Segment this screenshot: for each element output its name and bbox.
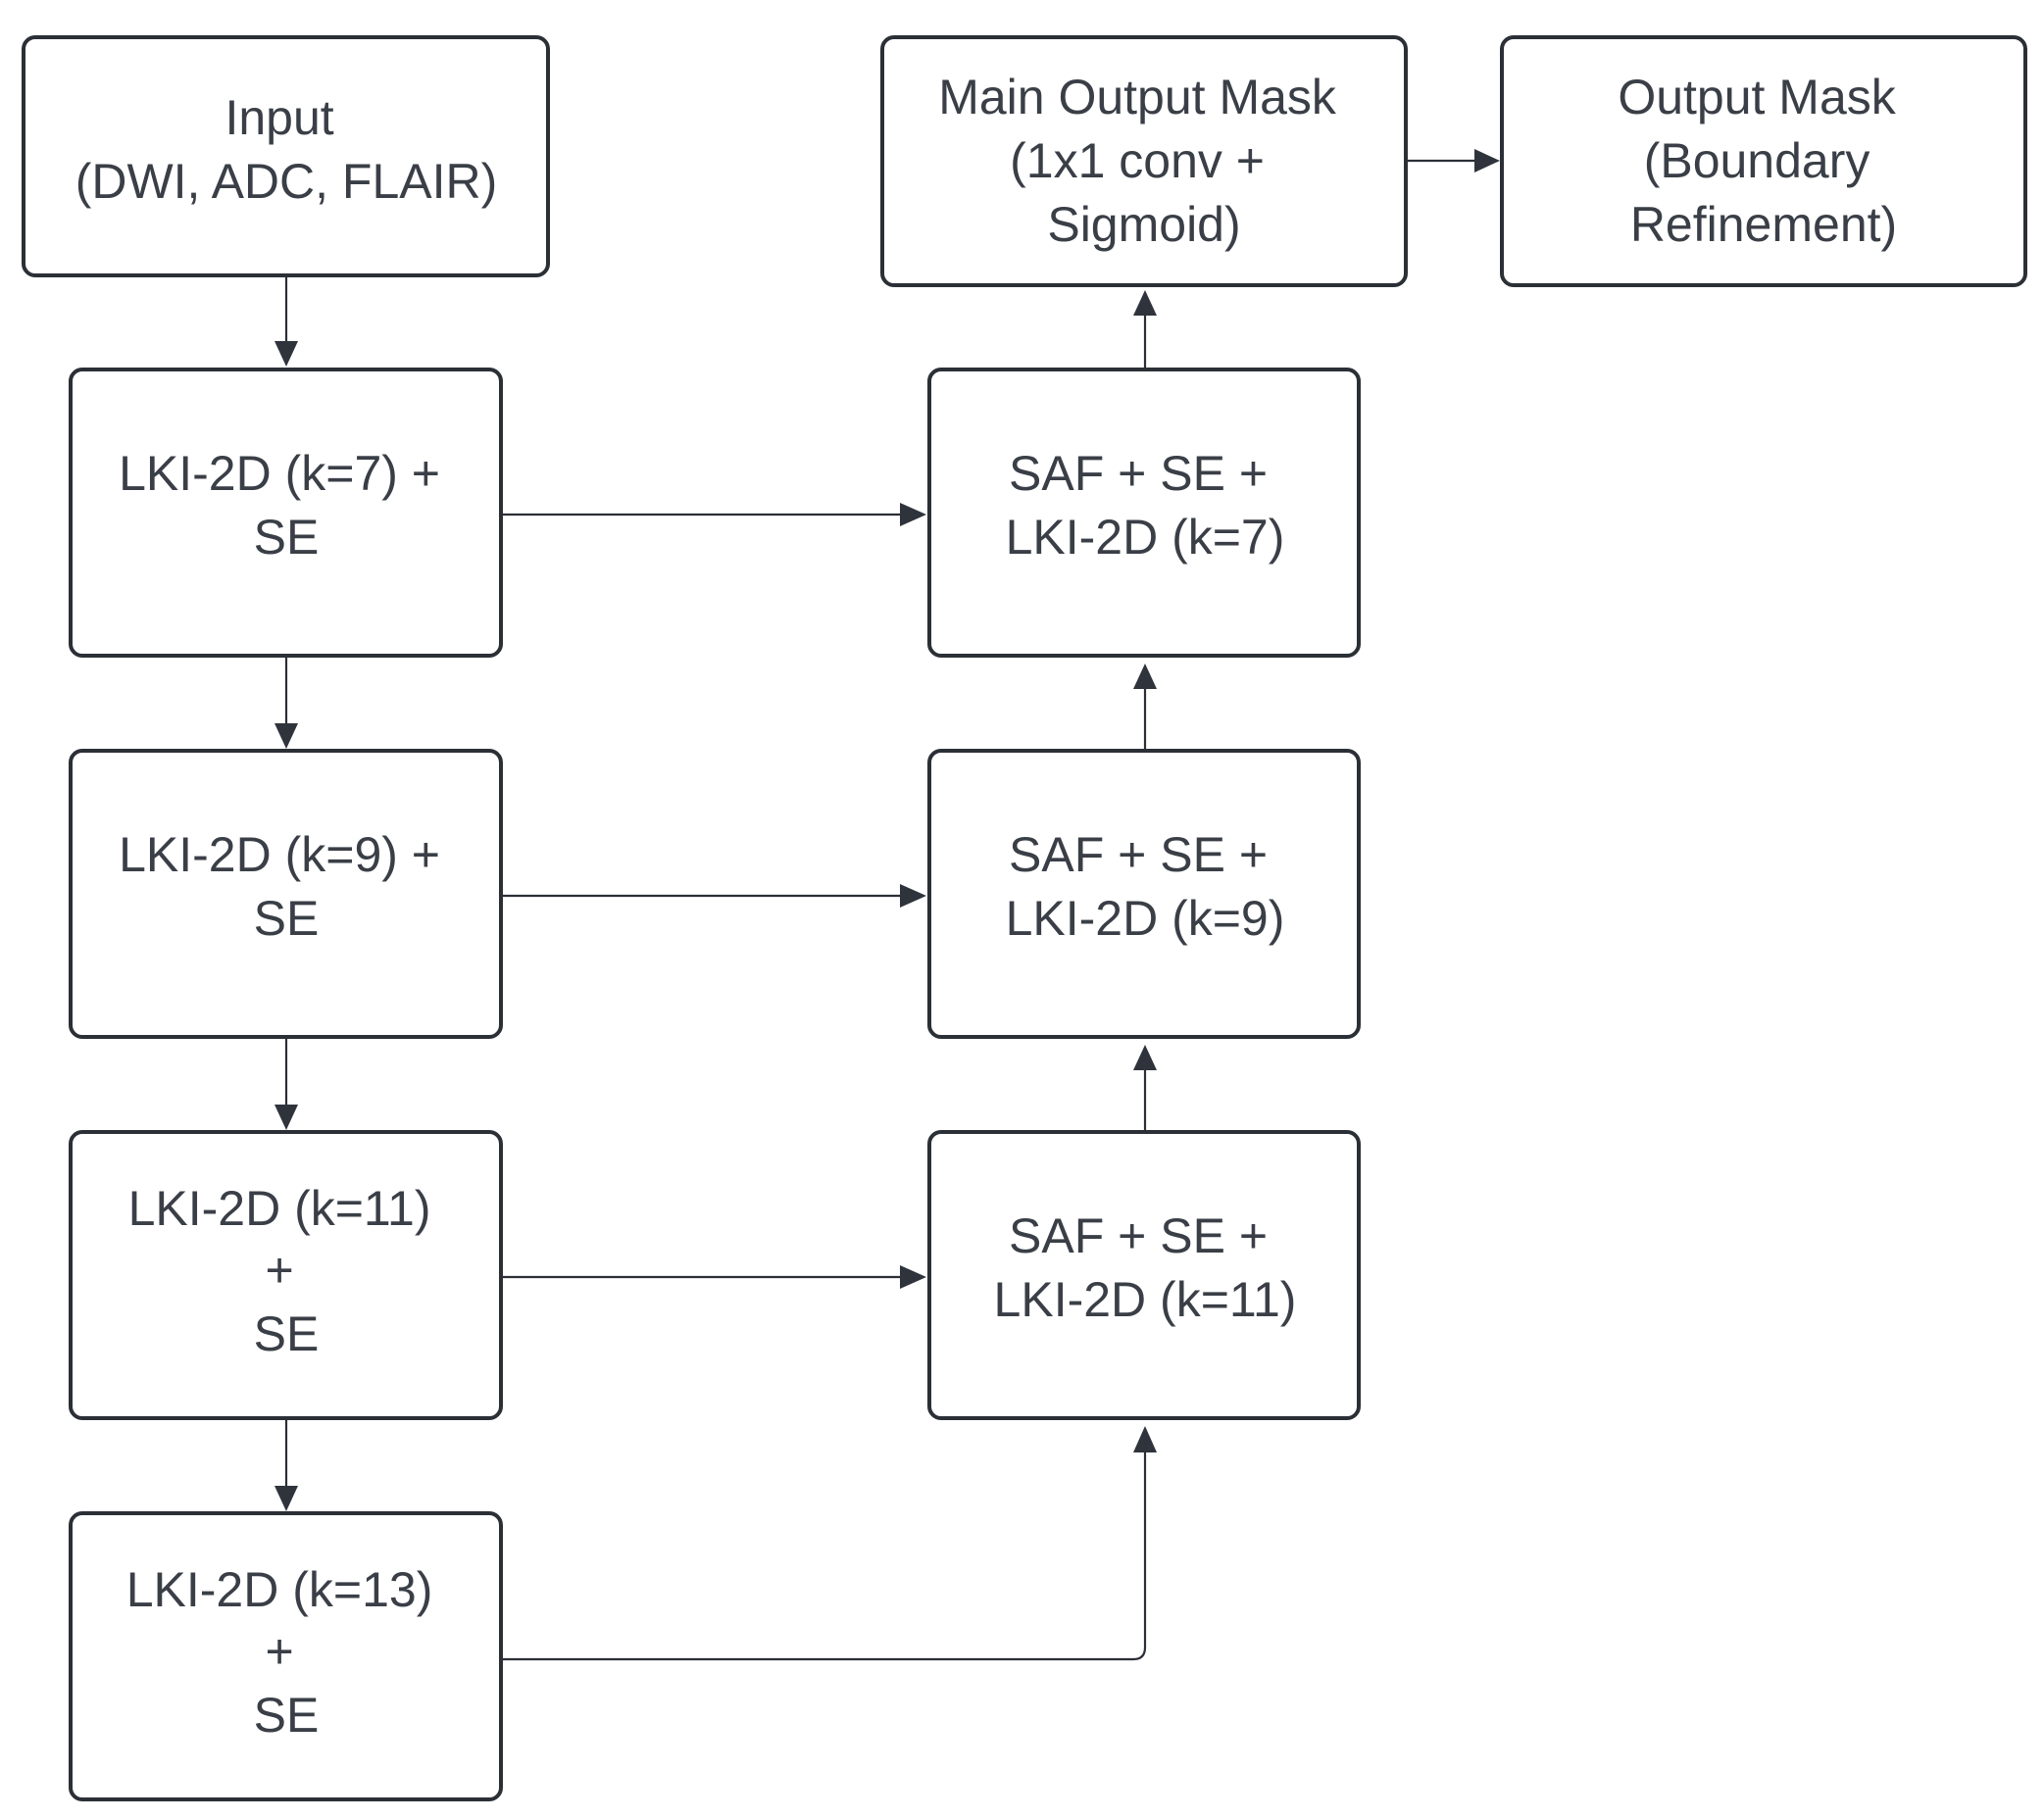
edge-enc2-to-enc3: [274, 1039, 298, 1130]
node-refined-output-line-2: (Boundary: [1644, 133, 1870, 188]
node-decoder-2: SAF + SE + LKI-2D (k=9): [927, 749, 1361, 1039]
svg-text:LKI-2D (k=13) +: LKI-2D (k=13) + SE: [126, 1562, 447, 1743]
svg-text:Input (DWI, ADC, FLAIR: Input (DWI, ADC, FLAIR): [75, 90, 498, 209]
node-encoder-2-line-2: SE: [254, 891, 320, 946]
edge-enc1-to-dec1: [502, 503, 926, 526]
edge-enc4-to-dec3: [502, 1426, 1157, 1661]
edge-enc3-to-dec3: [502, 1265, 926, 1289]
node-encoder-4-line-3: SE: [254, 1688, 320, 1743]
node-decoder-1-line-2: LKI-2D (k=7): [1006, 510, 1285, 565]
node-input-line-1: Input: [224, 90, 333, 145]
svg-text:LKI-2D (k=9) + SE: LKI-2D (k=9) + SE: [119, 827, 454, 946]
edges: [274, 149, 1500, 1661]
svg-text:LKI-2D (k=11) +: LKI-2D (k=11) + SE: [128, 1181, 445, 1361]
node-main-output: Main Output Mask (1x1 conv + Sigmoid): [880, 35, 1408, 287]
edge-enc1-to-enc2: [274, 658, 298, 749]
node-input: Input (DWI, ADC, FLAIR): [22, 35, 550, 277]
svg-text:Main Output Mask (1x1: Main Output Mask (1x1 conv + Sigmoid): [938, 70, 1350, 252]
node-refined-output: Output Mask (Boundary Refinement): [1500, 35, 2027, 287]
node-main-output-line-3: Sigmoid): [1047, 197, 1240, 252]
node-decoder-2-line-1: SAF + SE +: [1009, 827, 1268, 882]
node-refined-output-line-3: Refinement): [1630, 197, 1897, 252]
node-decoder-2-line-2: LKI-2D (k=9): [1006, 891, 1285, 946]
edge-main-output-to-refined-output: [1406, 149, 1500, 172]
node-encoder-4: LKI-2D (k=13) + SE: [69, 1511, 503, 1801]
node-decoder-1-line-1: SAF + SE +: [1009, 446, 1268, 501]
edge-input-to-enc1: [274, 277, 298, 367]
node-decoder-3-line-2: LKI-2D (k=11): [994, 1272, 1297, 1327]
node-decoder-3-line-1: SAF + SE +: [1009, 1208, 1268, 1263]
svg-text:LKI-2D (k=7) + SE: LKI-2D (k=7) + SE: [119, 446, 454, 565]
node-main-output-line-1: Main Output Mask: [938, 70, 1337, 124]
node-encoder-4-line-2: +: [265, 1624, 293, 1679]
node-encoder-1-line-1: LKI-2D (k=7) +: [119, 446, 440, 501]
node-encoder-3-line-1: LKI-2D (k=11): [128, 1181, 431, 1236]
nodes: Input (DWI, ADC, FLAIR) LKI-2D (k=7) + S…: [22, 35, 2027, 1801]
svg-text:SAF + SE + LKI-2D (k=7: SAF + SE + LKI-2D (k=7): [1006, 446, 1285, 565]
edge-dec1-to-main-output: [1133, 290, 1157, 369]
svg-text:Output Mask (Boundary: Output Mask (Boundary Refinement): [1618, 70, 1909, 252]
node-decoder-3: SAF + SE + LKI-2D (k=11): [927, 1130, 1361, 1420]
node-decoder-1: SAF + SE + LKI-2D (k=7): [927, 368, 1361, 658]
edge-enc2-to-dec2: [502, 884, 926, 908]
node-input-line-2: (DWI, ADC, FLAIR): [75, 154, 498, 209]
node-encoder-1-line-2: SE: [254, 510, 320, 565]
edge-enc3-to-enc4: [274, 1420, 298, 1511]
svg-text:SAF + SE + LKI-2D (k=9: SAF + SE + LKI-2D (k=9): [1006, 827, 1285, 946]
node-refined-output-line-1: Output Mask: [1618, 70, 1896, 124]
node-encoder-1: LKI-2D (k=7) + SE: [69, 368, 503, 658]
node-encoder-3-line-2: +: [265, 1243, 293, 1298]
edge-dec3-to-dec2: [1133, 1045, 1157, 1132]
node-encoder-3: LKI-2D (k=11) + SE: [69, 1130, 503, 1420]
svg-text:SAF + SE + LKI-2D (k=1: SAF + SE + LKI-2D (k=11): [994, 1208, 1297, 1327]
node-encoder-2-line-1: LKI-2D (k=9) +: [119, 827, 440, 882]
node-encoder-3-line-3: SE: [254, 1306, 320, 1361]
node-encoder-4-line-1: LKI-2D (k=13): [126, 1562, 433, 1617]
node-main-output-line-2: (1x1 conv +: [1010, 133, 1265, 188]
edge-dec2-to-dec1: [1133, 664, 1157, 751]
node-encoder-2: LKI-2D (k=9) + SE: [69, 749, 503, 1039]
